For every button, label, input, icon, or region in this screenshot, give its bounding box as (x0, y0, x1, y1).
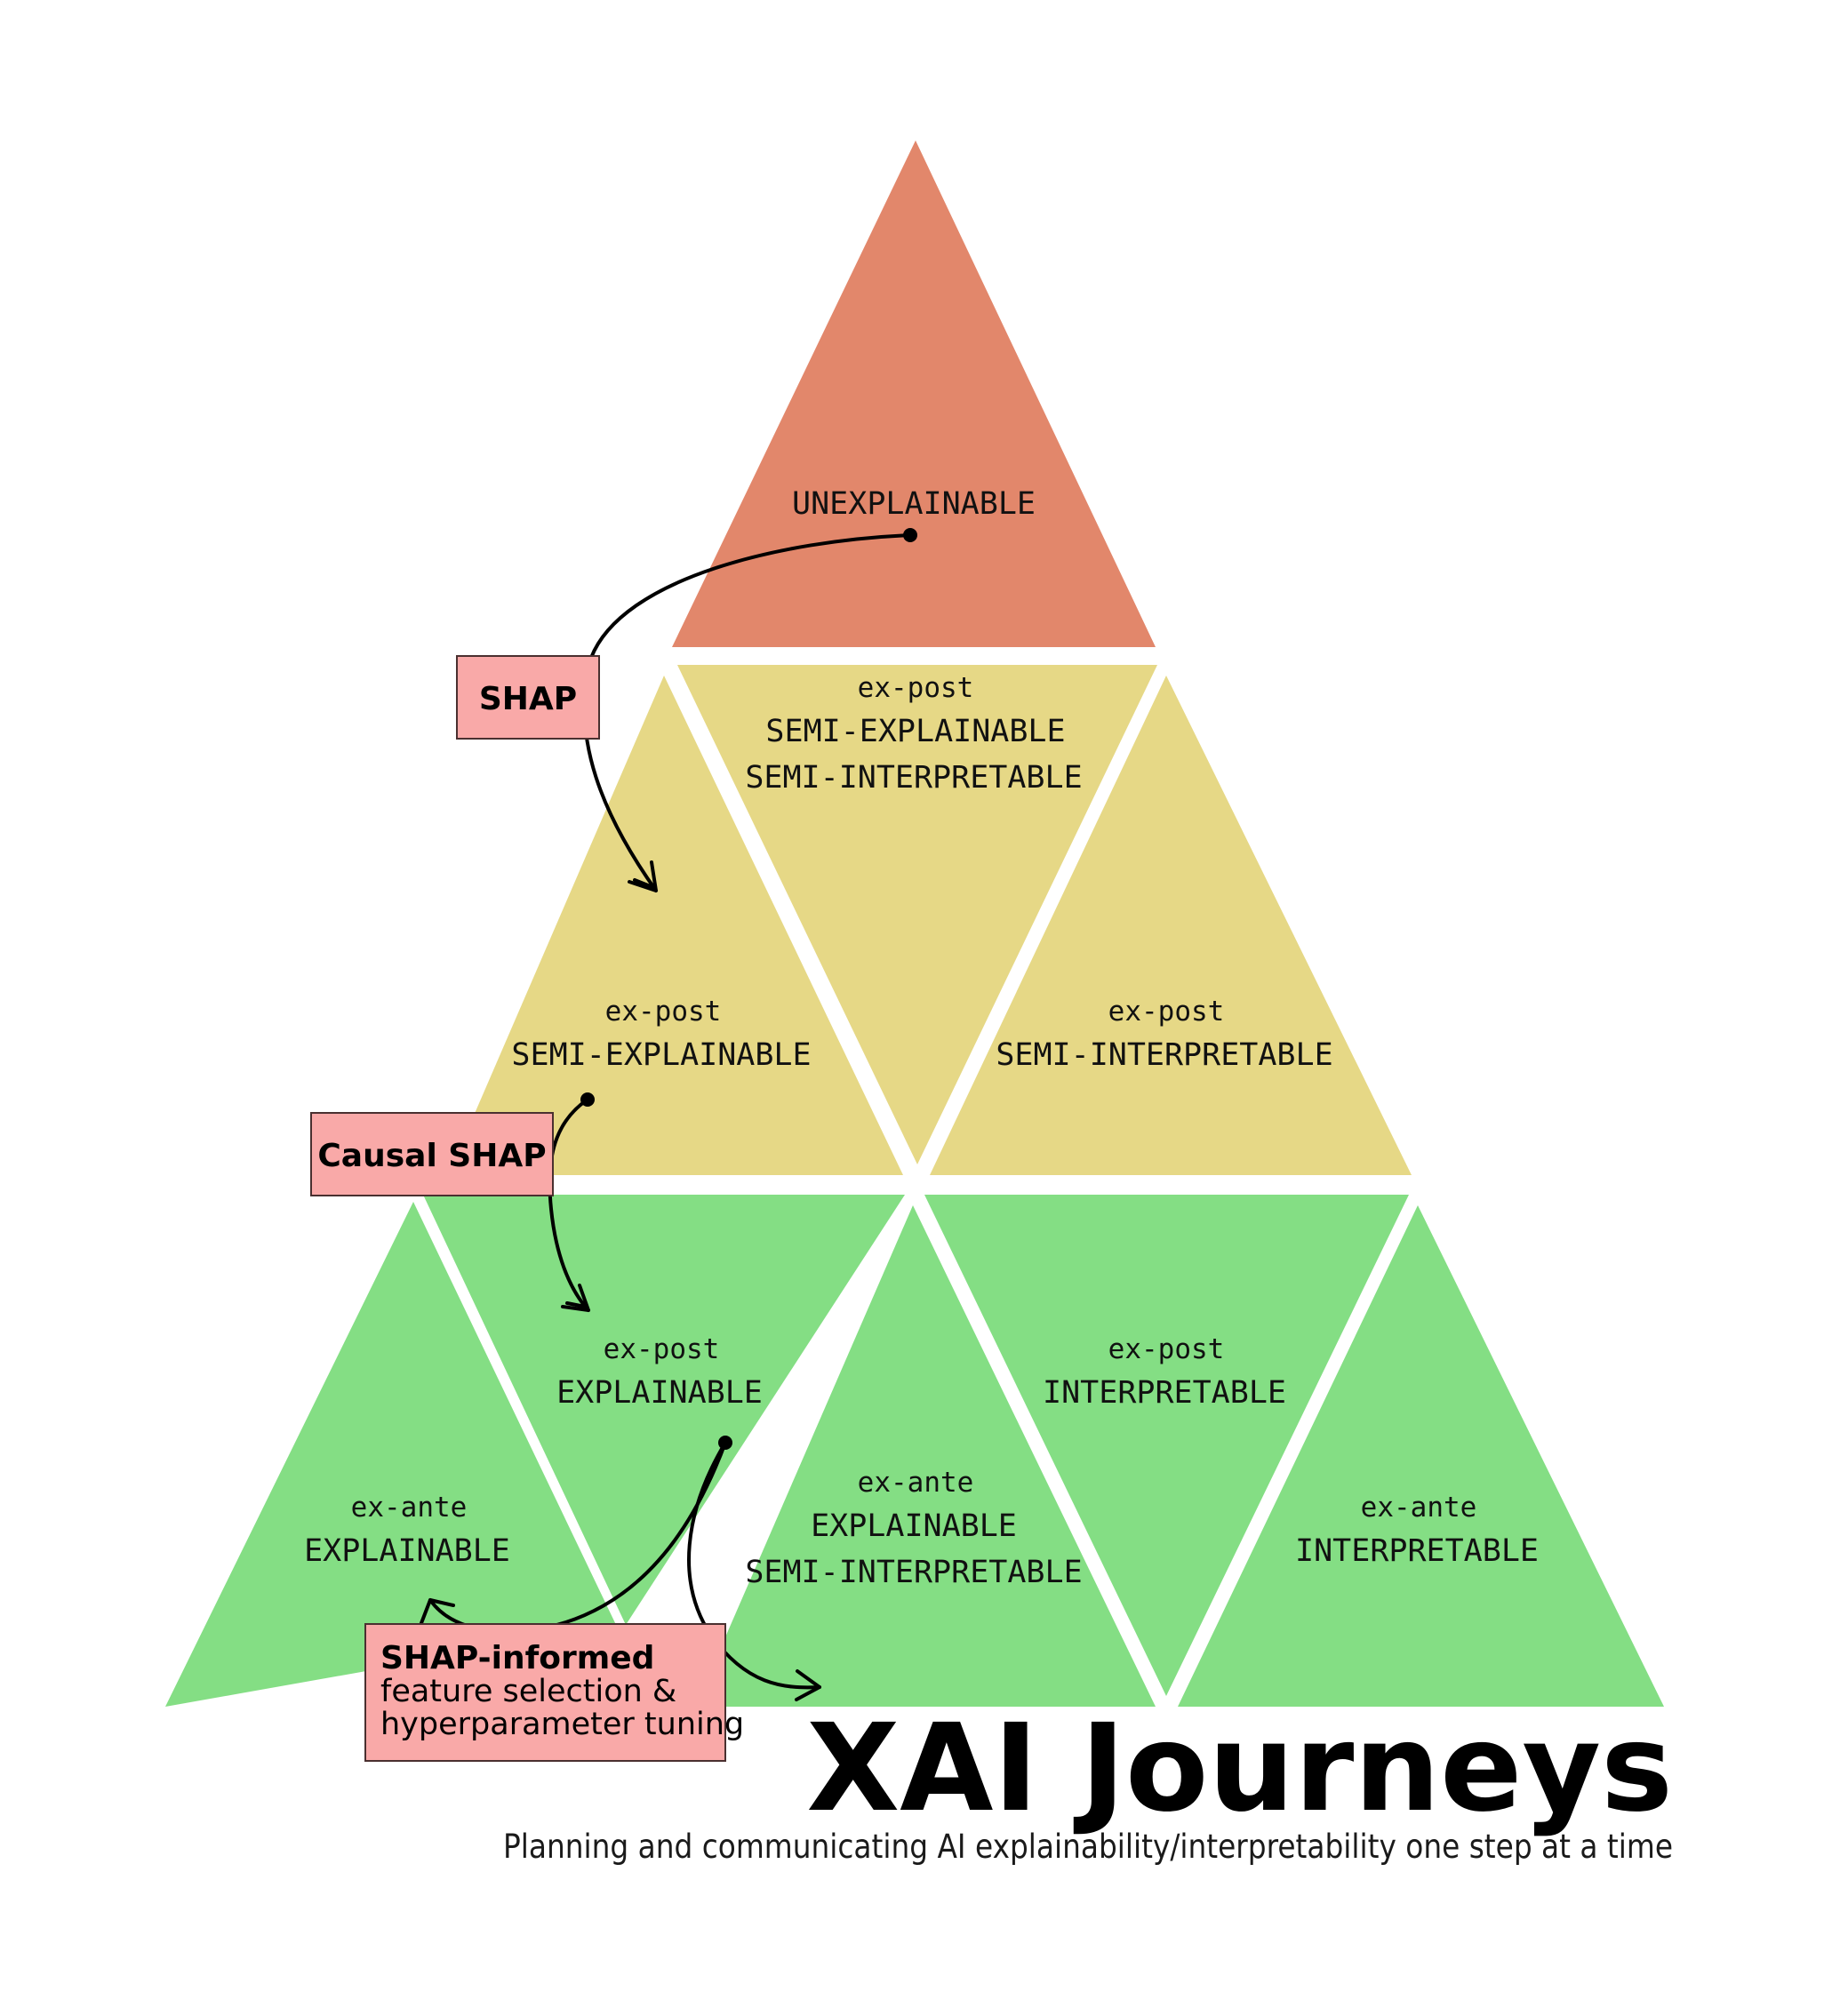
expost-label: ex-post (1108, 996, 1225, 1028)
unexplainable-label: UNEXPLAINABLE (792, 486, 1036, 522)
exante-label: ex-ante (858, 1467, 974, 1499)
causal-shap-label: Causal SHAP (317, 1138, 546, 1174)
interpretable-label: INTERPRETABLE (1295, 1533, 1539, 1569)
triangle-exante-interpretable (1178, 1205, 1664, 1707)
page-title: XAI Journeys (806, 1699, 1673, 1839)
expost-label: ex-post (858, 672, 974, 704)
shap-arrow (582, 528, 917, 892)
semi-interpretable-label: SEMI-INTERPRETABLE (745, 760, 1082, 796)
explainable-label: EXPLAINABLE (556, 1375, 763, 1411)
page-subtitle: Planning and communicating AI explainabi… (503, 1828, 1673, 1866)
expost-label: ex-post (1108, 1333, 1225, 1365)
shap-informed-arrows (420, 1436, 821, 1701)
triangle-exante-explainable-semi-interpretable (695, 1205, 1156, 1707)
causal-shap-box: Causal SHAP (310, 1112, 554, 1196)
exante-label: ex-ante (351, 1492, 468, 1524)
hyperparameter-tuning-label: hyperparameter tuning (380, 1707, 744, 1742)
triangle-expost-semi-explainable (448, 676, 903, 1175)
expost-label: ex-post (605, 996, 722, 1028)
shap-informed-box: SHAP-informed feature selection & hyperp… (364, 1623, 744, 1762)
shap-box: SHAP (456, 655, 600, 740)
triangle-expost-semi-interpretable (930, 676, 1412, 1175)
causal-shap-arrow (548, 1092, 595, 1312)
feature-selection-label: feature selection & (380, 1674, 676, 1709)
explainable-label: EXPLAINABLE (811, 1508, 1017, 1544)
semi-explainable-label: SEMI-EXPLAINABLE (511, 1037, 811, 1073)
triangle-expost-semi-both (677, 665, 1157, 1164)
triangle-expost-explainable (423, 1195, 905, 1625)
triangle-exante-explainable (165, 1202, 617, 1707)
expost-label: ex-post (604, 1333, 720, 1365)
semi-explainable-label: SEMI-EXPLAINABLE (765, 714, 1065, 749)
interpretable-label: INTERPRETABLE (1043, 1375, 1286, 1411)
explainable-label: EXPLAINABLE (304, 1533, 510, 1569)
shap-label: SHAP (479, 681, 577, 717)
shap-informed-label: SHAP-informed (380, 1640, 654, 1676)
triangle-unexplainable (672, 140, 1156, 647)
semi-interpretable-label: SEMI-INTERPRETABLE (745, 1555, 1082, 1590)
semi-interpretable-label: SEMI-INTERPRETABLE (996, 1037, 1332, 1073)
triangle-expost-interpretable (924, 1195, 1409, 1696)
exante-label: ex-ante (1361, 1492, 1477, 1524)
